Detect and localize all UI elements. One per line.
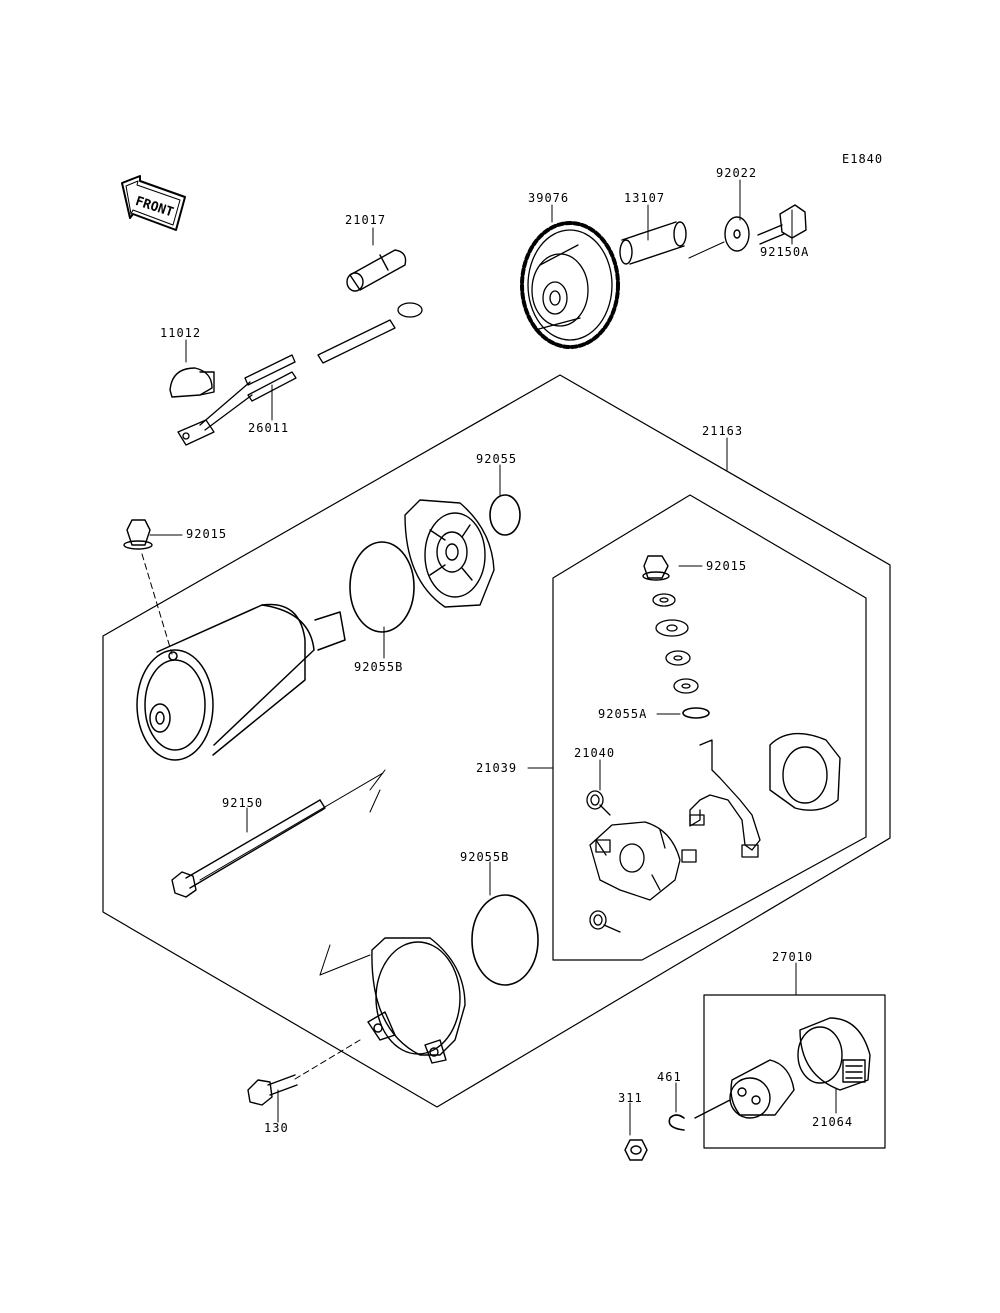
lead-wire-26011 — [177, 302, 423, 446]
part-label-92055A: 92055A — [598, 707, 648, 721]
part-label-21039: 21039 — [476, 761, 518, 775]
part-label-21064: 21064 — [812, 1115, 854, 1129]
leader-lines — [141, 179, 837, 1136]
through-bolt-92150 — [171, 799, 326, 898]
nut-92015-right — [642, 555, 670, 581]
part-label-92022: 92022 — [716, 166, 758, 180]
bolt-130 — [247, 1074, 298, 1106]
part-label-92015-left: 92015 — [186, 527, 228, 541]
brush-lead-bracket — [689, 739, 761, 858]
cap-11012 — [169, 367, 215, 398]
solenoid-box-outline — [703, 994, 886, 1149]
end-cover-top — [404, 499, 495, 608]
washer-92022 — [724, 216, 750, 252]
front-arrow-icon: FRONT — [121, 175, 186, 231]
solenoid-switch — [694, 1059, 795, 1119]
gear-39076 — [520, 221, 620, 349]
starter-assembly-outline — [102, 374, 891, 1108]
rear-end-cover — [367, 937, 466, 1064]
diagram-code: E1840 — [842, 152, 884, 166]
brush-assembly-outline — [552, 494, 867, 961]
part-label-39076: 39076 — [528, 191, 570, 205]
part-label-92055: 92055 — [476, 452, 518, 466]
part-label-311: 311 — [618, 1091, 643, 1105]
sleeve-13107 — [619, 221, 687, 265]
o-ring-92055 — [489, 494, 521, 536]
spring-21040-top — [586, 790, 611, 816]
part-label-21163: 21163 — [702, 424, 744, 438]
part-label-92150A: 92150A — [760, 245, 810, 259]
part-label-27010: 27010 — [772, 950, 814, 964]
part-label-130: 130 — [264, 1121, 289, 1135]
solenoid-21064 — [797, 1017, 871, 1091]
part-label-92055B-top: 92055B — [354, 660, 404, 674]
bolt-92150A — [757, 204, 807, 245]
part-label-13107: 13107 — [624, 191, 666, 205]
part-label-21040: 21040 — [574, 746, 616, 760]
terminal-cap-21017 — [346, 249, 407, 292]
nut-92015-left — [123, 519, 153, 550]
o-ring-92055A — [682, 707, 710, 719]
brush-cover-band — [769, 732, 841, 811]
part-label-461: 461 — [657, 1070, 682, 1084]
part-label-92150: 92150 — [222, 796, 264, 810]
circlip-461 — [668, 1114, 685, 1131]
washer-stack — [652, 593, 699, 694]
spring-21040-bottom — [589, 910, 621, 933]
part-label-21017: 21017 — [345, 213, 387, 227]
o-ring-92055B-top — [349, 541, 415, 633]
part-label-26011: 26011 — [248, 421, 290, 435]
part-label-92055B-bottom: 92055B — [460, 850, 510, 864]
part-label-11012: 11012 — [160, 326, 202, 340]
brush-plate — [589, 821, 697, 901]
nut-311 — [624, 1139, 648, 1161]
o-ring-92055B-bottom — [471, 894, 539, 986]
motor-yoke — [136, 603, 346, 761]
part-label-92015-right: 92015 — [706, 559, 748, 573]
